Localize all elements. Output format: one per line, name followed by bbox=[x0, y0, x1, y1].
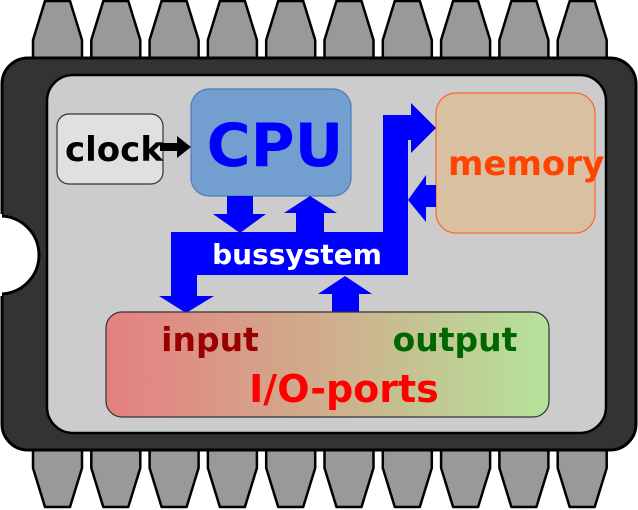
top-pin bbox=[381, 0, 434, 60]
bottom-pin bbox=[381, 448, 434, 509]
top-pin bbox=[439, 0, 492, 60]
clock-to-cpu-arrow bbox=[160, 136, 191, 158]
bus-label: bussystem bbox=[212, 238, 382, 271]
cpu-block: CPU bbox=[190, 88, 352, 197]
bottom-pin bbox=[264, 448, 317, 509]
clock-label: clock bbox=[65, 130, 164, 170]
top-pin bbox=[323, 0, 375, 60]
top-pin bbox=[31, 0, 84, 60]
bottom-pin bbox=[498, 448, 550, 509]
bottom-pins bbox=[31, 448, 608, 509]
top-pin bbox=[90, 0, 142, 60]
top-pin bbox=[148, 0, 200, 60]
clock-block: clock bbox=[56, 113, 164, 185]
io-ports-block: input output I/O-ports bbox=[105, 311, 550, 418]
bus-to-cpu-arrow bbox=[284, 196, 337, 232]
top-pins bbox=[31, 0, 608, 60]
bus-system: bussystem bbox=[159, 103, 436, 313]
memory-label: memory bbox=[448, 144, 604, 184]
top-pin bbox=[556, 0, 608, 60]
cpu-label: CPU bbox=[207, 111, 344, 181]
memory-to-bus-arrow bbox=[408, 175, 436, 222]
bus-bar bbox=[159, 103, 436, 313]
bottom-pin bbox=[556, 448, 608, 509]
output-label: output bbox=[393, 320, 518, 359]
top-pin bbox=[498, 0, 550, 60]
bottom-pin bbox=[90, 448, 142, 509]
bottom-pin bbox=[148, 448, 200, 509]
bottom-pin bbox=[439, 448, 492, 509]
io-to-bus-arrow bbox=[318, 276, 372, 313]
cpu-to-bus-arrow bbox=[213, 196, 266, 233]
chip-notch bbox=[0, 214, 41, 296]
top-pin bbox=[264, 0, 317, 60]
bottom-pin bbox=[206, 448, 259, 509]
bottom-pin bbox=[31, 448, 84, 509]
input-label: input bbox=[161, 320, 259, 359]
top-pin bbox=[206, 0, 259, 60]
memory-block: memory bbox=[435, 92, 604, 234]
bottom-pin bbox=[323, 448, 375, 509]
io-ports-label: I/O-ports bbox=[249, 367, 439, 411]
